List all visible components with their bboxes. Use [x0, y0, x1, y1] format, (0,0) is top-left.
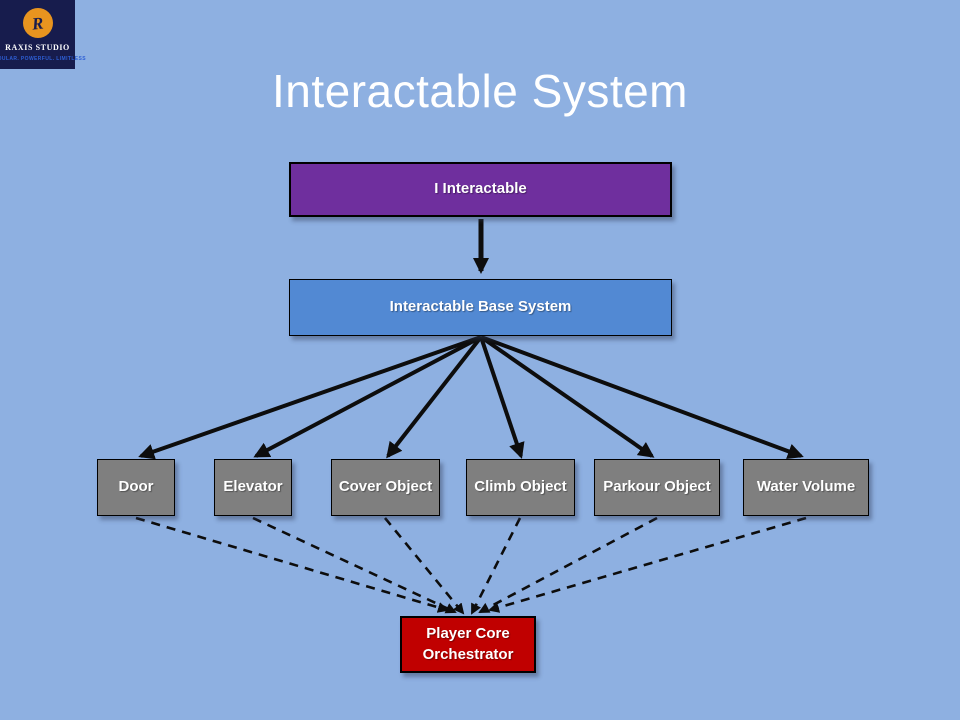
node-label: Parkour Object — [603, 478, 711, 496]
node-label: Water Volume — [756, 478, 856, 496]
node-door: Door — [97, 459, 175, 516]
raxis-studio-logo: R RAXIS STUDIO MODULAR. POWERFUL. LIMITL… — [0, 0, 86, 69]
monogram-letter: R — [30, 12, 45, 34]
studio-tagline: MODULAR. POWERFUL. LIMITLESS — [0, 56, 87, 62]
studio-name: RAXIS STUDIO — [5, 43, 70, 52]
page-title: Interactable System — [271, 65, 689, 117]
node-player-core-orchestrator: Player Core Orchestrator — [400, 616, 536, 673]
node-label-line2: Orchestrator — [422, 645, 514, 663]
node-water-volume: Water Volume — [743, 459, 869, 516]
node-climb-object: Climb Object — [466, 459, 575, 516]
node-label: I Interactable — [434, 180, 527, 198]
node-elevator: Elevator — [214, 459, 292, 516]
node-parkour-object: Parkour Object — [594, 459, 720, 516]
node-label: Interactable Base System — [389, 298, 572, 316]
node-label: Elevator — [223, 478, 283, 496]
node-label: Door — [118, 478, 154, 496]
node-interactable-base-system: Interactable Base System — [289, 279, 672, 336]
raxis-monogram-icon: R — [22, 8, 53, 38]
node-label-line1: Player Core — [426, 625, 510, 643]
node-cover-object: Cover Object — [331, 459, 440, 516]
node-i-interactable: I Interactable — [289, 162, 672, 217]
node-label: Cover Object — [338, 478, 433, 496]
node-label: Climb Object — [474, 478, 567, 496]
